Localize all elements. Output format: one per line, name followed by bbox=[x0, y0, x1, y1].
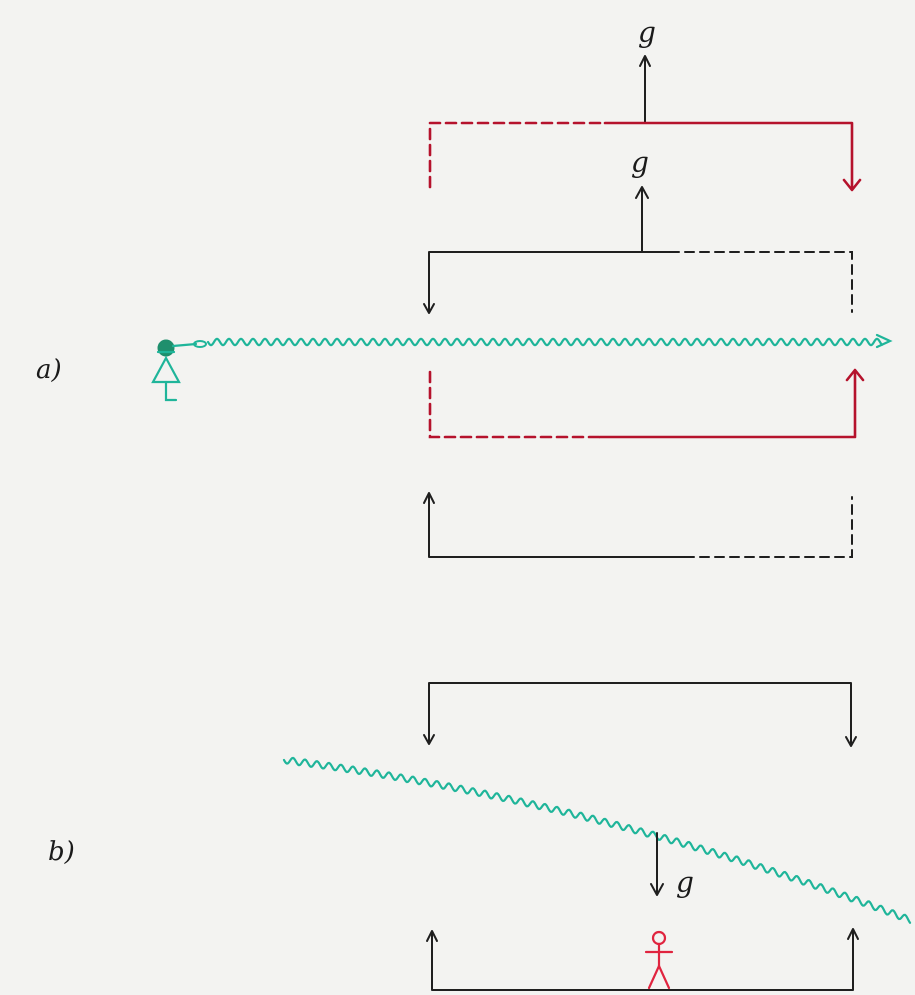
panel-a-gravity-arrow-upper bbox=[639, 55, 651, 123]
panel-b-gravity-arrow bbox=[650, 832, 664, 896]
panel-a-black-box-bottom bbox=[423, 492, 853, 558]
panel-a-light-ray bbox=[206, 333, 893, 349]
panel-a-black-box-top bbox=[423, 251, 853, 314]
panel-b-label: b) bbox=[48, 837, 75, 867]
panel-b-observer-figure bbox=[644, 930, 674, 990]
panel-a-gravity-label-lower: g bbox=[631, 146, 649, 179]
panel-a-label: a) bbox=[36, 355, 62, 385]
panel-a-gravity-label-upper: g bbox=[638, 16, 656, 49]
panel-b-box-bottom bbox=[426, 928, 859, 991]
panel-a-red-box-bottom bbox=[428, 368, 865, 439]
panel-b-gravity-label: g bbox=[676, 866, 694, 899]
panel-a-red-box-top bbox=[428, 121, 862, 192]
panel-b-light-ray bbox=[282, 756, 912, 924]
panel-a-observer-figure bbox=[151, 339, 207, 402]
panel-a-gravity-arrow-lower bbox=[635, 186, 649, 253]
panel-b-box-top bbox=[423, 682, 857, 747]
